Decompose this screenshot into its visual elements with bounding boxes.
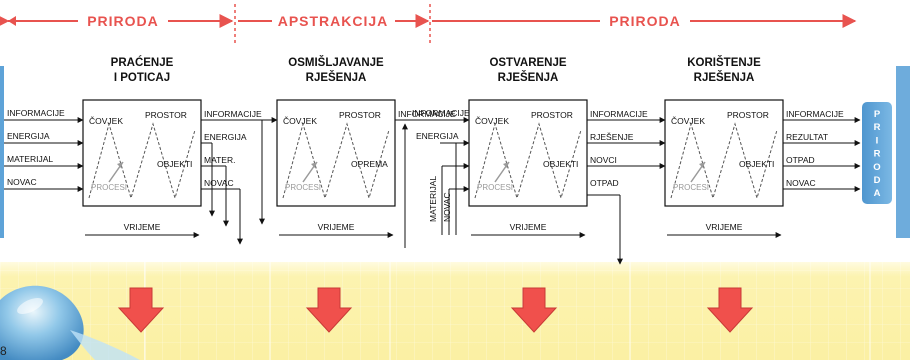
output-label: OTPAD (786, 155, 815, 165)
side-priroda-bg (862, 102, 892, 204)
stage-title: RJEŠENJA (498, 71, 559, 84)
input-label: INFORMACIJE (7, 108, 65, 118)
stage-box (276, 99, 396, 207)
down-arrow-icon (305, 287, 353, 333)
left-edge-strip (0, 66, 4, 238)
inner-objects-label: OPREMA (351, 159, 388, 169)
side-letter: I (876, 135, 879, 146)
process-arrow-head (117, 162, 123, 168)
side-letter: P (874, 109, 881, 120)
page-number: 8 (0, 344, 7, 358)
input-label: ENERGIJA (7, 131, 50, 141)
time-label: VRIJEME (510, 222, 547, 232)
output-label: INFORMACIJE (398, 109, 456, 119)
input-label: ENERGIJA (416, 131, 459, 141)
phase-label: PRIRODA (87, 13, 159, 29)
process-zigzag (88, 122, 196, 200)
output-label: OTPAD (590, 178, 619, 188)
down-arrow-icon (706, 287, 754, 333)
side-priroda-letters: PRIRODA (873, 109, 881, 199)
side-letter: R (874, 149, 881, 160)
input-label-vertical: NOVAC (442, 192, 452, 222)
inner-person-label: ČOVJEK (475, 116, 509, 126)
output-label: ENERGIJA (204, 132, 247, 142)
process-zigzag (670, 122, 778, 200)
inner-space-label: PROSTOR (339, 110, 381, 120)
stage-title: KORIŠTENJE (687, 56, 761, 69)
time-label: VRIJEME (318, 222, 355, 232)
output-label: INFORMACIJE (590, 109, 648, 119)
output-label: MATER. (204, 155, 235, 165)
stage-title: OSTVARENJE (489, 57, 566, 69)
inner-person-label: ČOVJEK (671, 116, 705, 126)
output-label: NOVCI (590, 155, 617, 165)
output-label: NOVAC (786, 178, 816, 188)
side-letter: D (874, 175, 881, 186)
stages: PRAĆENJE I POTICAJ ČOVJEK PROSTOR OBJEKTI PRO… (4, 56, 861, 265)
stage-title: OSMIŠLJAVANJE (288, 56, 384, 69)
stage: OSTVARENJE RJEŠENJA ČOVJEK PROSTOR OBJEKTI PR… (468, 57, 648, 238)
down-arrows (117, 287, 754, 333)
input-label: NOVAC (7, 177, 37, 187)
output-label: INFORMACIJE (786, 109, 844, 119)
phase-header: PRIRODA APSTRAKCIJA PRIRODA (0, 4, 857, 46)
inner-objects-label: OBJEKTI (739, 159, 774, 169)
output-label: NOVAC (204, 178, 234, 188)
process-zigzag (474, 122, 582, 200)
output-label: RJEŠENJE (590, 132, 634, 142)
input-label: INFORMACIJE (412, 108, 470, 118)
phase-arrow-head (8, 16, 16, 26)
down-arrow-icon (117, 287, 165, 333)
stage-box (82, 99, 202, 207)
process-zigzag (282, 122, 390, 200)
stage-title: I POTICAJ (114, 72, 170, 84)
side-letter: A (874, 188, 881, 199)
process-arrow-head (311, 162, 317, 168)
side-priroda-box: PRIRODA (862, 66, 910, 238)
stage-title: PRAĆENJE (111, 56, 174, 69)
input-label-vertical: MATERIJAL (428, 176, 438, 222)
inner-process-label: PROCESI (673, 183, 709, 192)
stage-box (468, 99, 588, 207)
process-arrow-head (699, 162, 705, 168)
inner-space-label: PROSTOR (531, 110, 573, 120)
stage: OSMIŠLJAVANJE RJEŠENJA ČOVJEK PROSTOR OPREMA… (276, 56, 456, 238)
side-letter: R (874, 122, 881, 133)
bottom-band (0, 262, 910, 360)
inner-process-label: PROCESI (91, 183, 127, 192)
output-label: INFORMACIJE (204, 109, 262, 119)
stage-title: RJEŠENJA (306, 71, 367, 84)
down-arrow-icon (510, 287, 558, 333)
phase-label: APSTRAKCIJA (278, 13, 389, 29)
phase-label: PRIRODA (609, 13, 681, 29)
inner-person-label: ČOVJEK (283, 116, 317, 126)
output-label: REZULTAT (786, 132, 828, 142)
side-letter: O (873, 162, 880, 173)
process-arrow-head (503, 162, 509, 168)
stage: PRAĆENJE I POTICAJ ČOVJEK PROSTOR OBJEKTI PRO… (82, 56, 262, 238)
stage: KORIŠTENJE RJEŠENJA ČOVJEK PROSTOR OBJEKTI PR… (664, 56, 844, 238)
time-label: VRIJEME (706, 222, 743, 232)
input-label: MATERIJAL (7, 154, 53, 164)
inner-space-label: PROSTOR (145, 110, 187, 120)
water-drop-decoration (0, 285, 140, 360)
inner-process-label: PROCESI (477, 183, 513, 192)
inner-space-label: PROSTOR (727, 110, 769, 120)
right-edge-strip (896, 66, 910, 238)
inner-person-label: ČOVJEK (89, 116, 123, 126)
stage-title: RJEŠENJA (694, 71, 755, 84)
inner-objects-label: OBJEKTI (157, 159, 192, 169)
stage-box (664, 99, 784, 207)
inner-process-label: PROCESI (285, 183, 321, 192)
inner-objects-label: OBJEKTI (543, 159, 578, 169)
time-label: VRIJEME (124, 222, 161, 232)
